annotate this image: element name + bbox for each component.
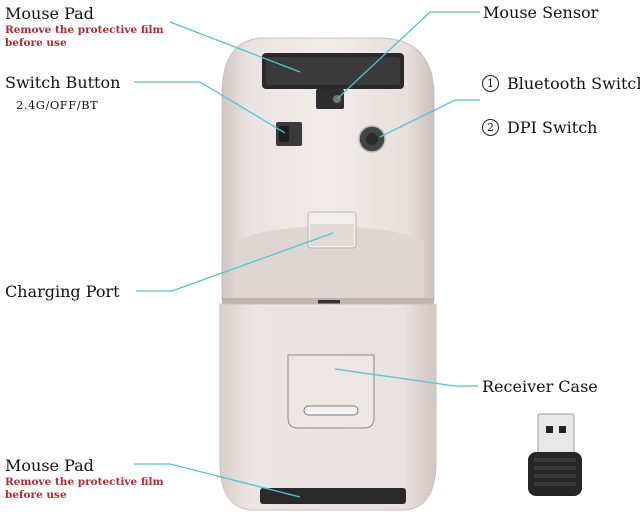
mouse-pad-bottom-note-1: Remove the protective film [5,476,164,488]
dpi-switch-label: 2 DPI Switch [482,118,597,137]
switch-modes-label: 2.4G/OFF/BT [16,98,99,112]
dpi-switch-text: DPI Switch [507,118,598,137]
mouse-pad-top-note-2: before use [5,37,67,49]
receiver-case-label: Receiver Case [482,377,598,396]
usb-receiver [528,413,582,496]
callout-mouse-sensor [337,11,480,99]
callout-receiver-case [334,368,478,387]
bluetooth-switch-text: Bluetooth Switch [507,74,640,93]
mouse-pad-top-note-1: Remove the protective film [5,24,164,36]
mouse-pad-top-label: Mouse Pad [5,4,94,23]
number-2-badge: 2 [482,119,499,136]
mouse-pad-bottom-strip [260,488,406,504]
mouse-pad-bottom-note-2: before use [5,489,67,501]
bluetooth-switch-label: 1 Bluetooth Switch [482,74,640,93]
callout-switch-button [134,81,286,134]
callout-mouse-pad-bottom [134,463,301,498]
callout-charging-port [136,232,334,292]
charging-port-label: Charging Port [5,282,120,301]
switch-button-label: Switch Button [5,73,121,92]
callout-mouse-pad-top [169,21,301,73]
mouse-sensor-label: Mouse Sensor [483,3,599,22]
mouse-pad-bottom-label: Mouse Pad [5,456,94,475]
number-1-badge: 1 [482,75,499,92]
callout-bluetooth-switch [379,99,480,138]
receiver-case-lid [287,354,375,429]
sensor-window [316,89,344,109]
